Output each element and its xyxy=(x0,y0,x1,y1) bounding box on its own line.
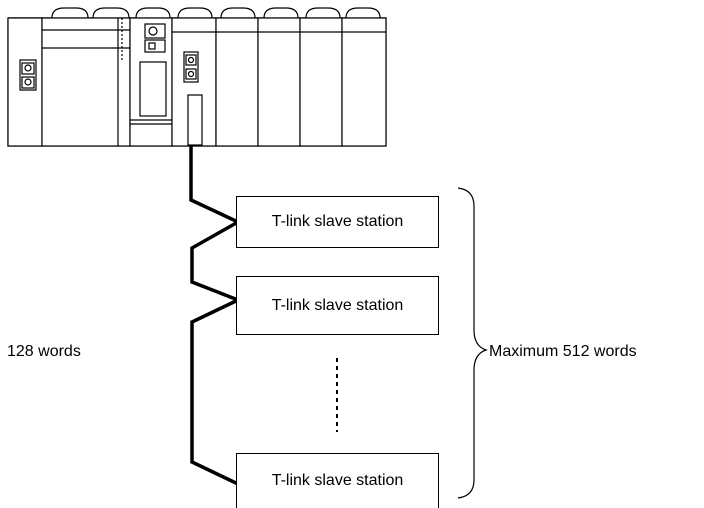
slave-station-label: T-link slave station xyxy=(271,296,404,314)
io-module-1 xyxy=(215,17,259,147)
slave-station-box-3: T-link slave station xyxy=(236,453,439,508)
max-words-label: Maximum 512 words xyxy=(489,343,637,360)
left-words-label: 128 words xyxy=(7,343,81,360)
slave-station-label: T-link slave station xyxy=(271,472,404,489)
io-module-3 xyxy=(299,17,343,147)
io-module-2 xyxy=(257,17,301,147)
io-module-4 xyxy=(341,17,387,147)
slave-station-box-2: T-link slave station xyxy=(236,276,439,335)
cpu-module xyxy=(41,17,131,147)
plc-rack xyxy=(7,7,387,147)
slave-station-box-1: T-link slave station xyxy=(236,196,439,248)
slave-station-label: T-link slave station xyxy=(271,213,404,230)
right-brace xyxy=(457,187,488,499)
module-tabs xyxy=(51,7,381,19)
tlink-cable xyxy=(189,146,239,486)
